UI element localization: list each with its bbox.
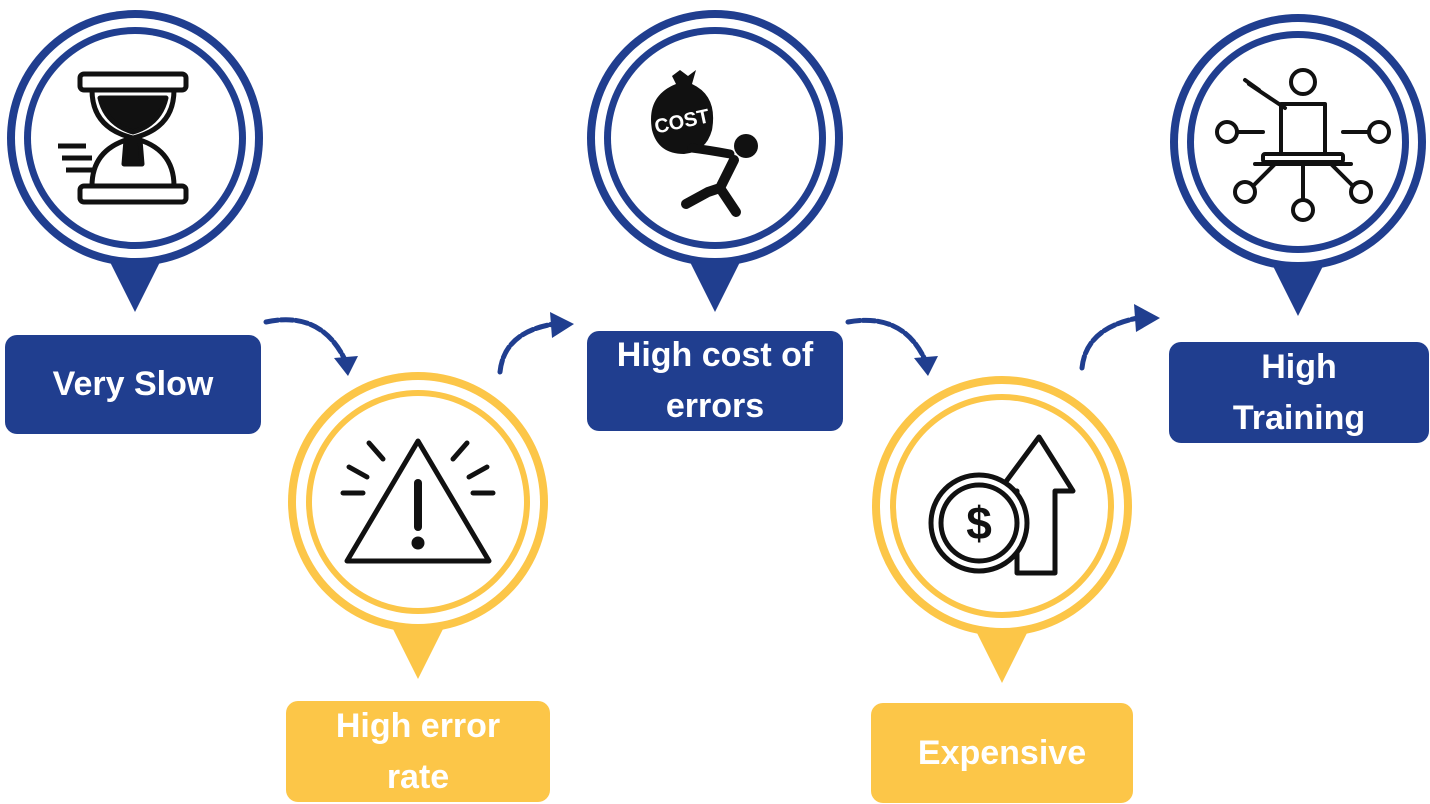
pin-high-training [1163, 4, 1430, 324]
flow-arrow-4 [1079, 304, 1160, 371]
svg-text:$: $ [966, 497, 992, 549]
flow-arrow-3 [845, 317, 938, 376]
pin-expensive: $ [867, 371, 1137, 691]
label-high-training: High Training [1169, 342, 1429, 443]
pin-high-error-rate [283, 367, 553, 687]
flow-arrow-1 [263, 317, 358, 376]
training-network-icon [1215, 68, 1391, 222]
cost-bag-icon: COST [651, 70, 758, 217]
label-high-error-rate: High error rate [286, 701, 550, 802]
pin-very-slow [0, 0, 270, 320]
label-expensive: Expensive [871, 703, 1133, 803]
rising-dollar-icon: $ [928, 434, 1076, 576]
label-high-cost-of-errors: High cost of errors [587, 331, 843, 431]
pin-high-cost-of-errors: COST [580, 0, 850, 320]
flow-arrow-2 [497, 312, 574, 375]
hourglass-icon [58, 71, 189, 205]
label-very-slow: Very Slow [5, 335, 261, 434]
warning-icon [340, 438, 496, 564]
